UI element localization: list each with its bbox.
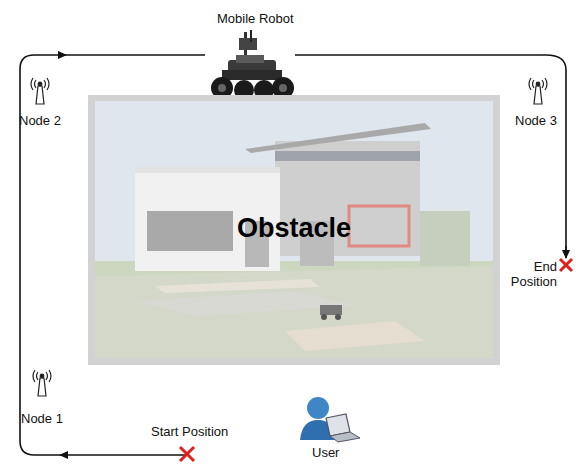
end-label: End Position (503, 259, 557, 289)
robot-illustration (211, 30, 294, 100)
antenna-icon (529, 78, 547, 104)
start-mark (180, 447, 194, 461)
start-label: Start Position (151, 424, 228, 439)
node-label: Node 1 (21, 411, 63, 426)
end-mark (560, 259, 572, 271)
obstacle-box: Obstacle (88, 95, 500, 365)
robot-route (20, 55, 566, 455)
robot-label: Mobile Robot (217, 11, 294, 26)
user-label: User (312, 445, 339, 460)
obstacle-label: Obstacle (237, 213, 351, 244)
user-icon (300, 397, 360, 442)
antenna-icon (33, 370, 51, 396)
antenna-icon (31, 78, 49, 104)
node-label: Node 3 (515, 113, 557, 128)
node-label: Node 2 (19, 113, 61, 128)
